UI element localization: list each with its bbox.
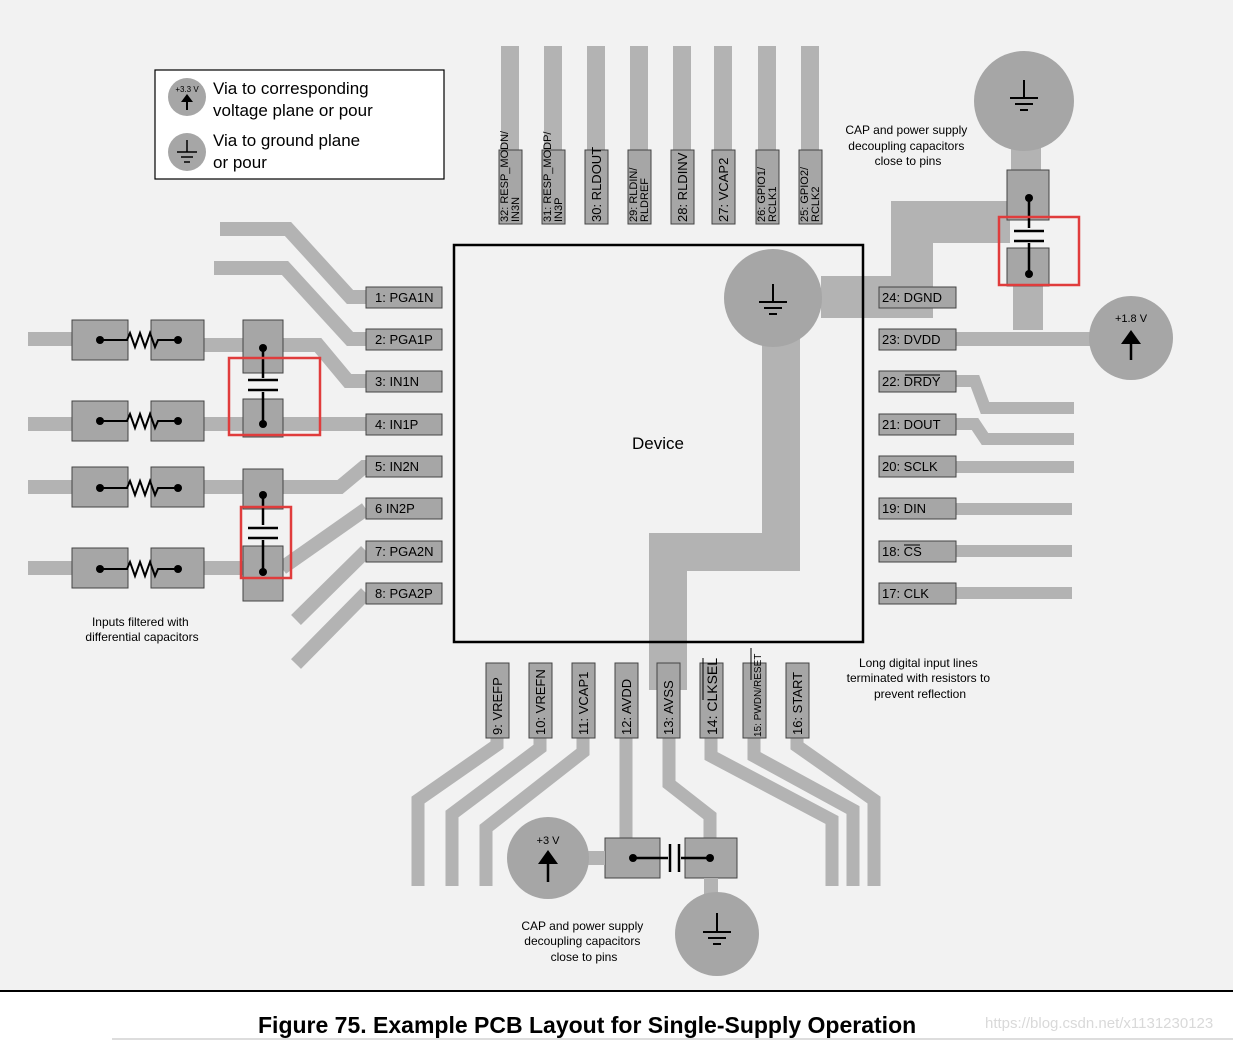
pin-31: 31: RESP_MODP/IN3P <box>541 131 566 225</box>
svg-text:10: VREFN: 10: VREFN <box>533 669 548 735</box>
pin-8: 8: PGA2P <box>365 582 443 605</box>
pin-17: 17: CLK <box>878 582 957 605</box>
pin-4: 4: IN1P <box>365 413 443 436</box>
svg-text:8: PGA2P: 8: PGA2P <box>375 586 433 601</box>
pin-24: 24: DGND <box>878 286 957 309</box>
svg-text:29: RLDIN/RLDREF: 29: RLDIN/RLDREF <box>628 167 651 222</box>
pin-16: 16: START <box>785 662 810 739</box>
watermark: https://blog.csdn.net/x1131230123 <box>985 1015 1214 1032</box>
pin-18: 18: CS <box>878 540 957 563</box>
svg-text:30: RLDOUT: 30: RLDOUT <box>589 147 604 222</box>
pin-9: 9: VREFP <box>485 662 510 739</box>
vias: +1.8 V +3 V <box>507 51 1173 976</box>
pin-21: 21: DOUT <box>878 413 957 436</box>
svg-text:1: PGA1N: 1: PGA1N <box>375 290 434 305</box>
supply-1v8-label: +1.8 V <box>1115 313 1148 325</box>
pin-27: 27: VCAP2 <box>711 149 736 225</box>
svg-text:15: PWDN/RESET: 15: PWDN/RESET <box>753 654 764 737</box>
pin-23: 23: DVDD <box>878 328 957 351</box>
pin-3: 3: IN1N <box>365 370 443 393</box>
bottom-pins: 9: VREFP 10: VREFN 11: VCAP1 12: AVDD 13… <box>485 648 810 739</box>
svg-text:18: CS: 18: CS <box>882 544 922 559</box>
svg-text:22: DRDY: 22: DRDY <box>882 374 941 389</box>
svg-text:4: IN1P: 4: IN1P <box>375 417 418 432</box>
pin-15: 15: PWDN/RESET <box>742 648 767 739</box>
svg-text:19: DIN: 19: DIN <box>882 501 926 516</box>
pin-11: 11: VCAP1 <box>571 662 596 739</box>
pin-20: 20: SCLK <box>878 455 957 478</box>
annotation-cap-bottom: CAP and power supply decoupling capacito… <box>521 919 646 964</box>
svg-text:23: DVDD: 23: DVDD <box>882 332 941 347</box>
power-via-icon: +1.8 V <box>1089 296 1173 380</box>
svg-text:28: RLDINV: 28: RLDINV <box>675 152 690 222</box>
svg-text:32: RESP_MODN/IN3N: 32: RESP_MODN/IN3N <box>499 130 522 222</box>
figure-caption: Figure 75. Example PCB Layout for Single… <box>0 1008 1233 1041</box>
pin-2: 2: PGA1P <box>365 328 443 351</box>
top-right-decoupling-capacitor <box>1006 169 1050 287</box>
pin-7: 7: PGA2N <box>365 540 443 563</box>
ground-via-icon <box>724 249 822 347</box>
pin-30: 30: RLDOUT <box>584 147 609 225</box>
components <box>71 169 1081 900</box>
svg-text:27: VCAP2: 27: VCAP2 <box>716 158 731 222</box>
svg-text:11: VCAP1: 11: VCAP1 <box>576 672 591 735</box>
svg-text:5: IN2N: 5: IN2N <box>375 459 419 474</box>
pin-5: 5: IN2N <box>365 455 443 478</box>
pin-32: 32: RESP_MODN/IN3N <box>498 130 523 225</box>
left-pins: 1: PGA1N 2: PGA1P 3: IN1N 4: IN1P 5: IN2… <box>365 286 443 605</box>
figure-caption-title: Figure 75. Example PCB Layout for Single… <box>258 1012 917 1038</box>
svg-text:+3.3 V: +3.3 V <box>175 85 199 94</box>
pin-12: 12: AVDD <box>614 662 639 739</box>
svg-text:24: DGND: 24: DGND <box>882 290 942 305</box>
ground-via-icon <box>974 51 1074 151</box>
svg-text:21: DOUT: 21: DOUT <box>882 417 941 432</box>
svg-text:31: RESP_MODP/IN3P: 31: RESP_MODP/IN3P <box>542 131 565 222</box>
svg-text:16: START: 16: START <box>790 672 805 735</box>
pin-6: 6 IN2P <box>365 497 443 520</box>
pin-25: 25: GPIO2/RCLK2 <box>798 149 823 225</box>
pin-26: 26: GPIO1/RCLK1 <box>755 149 780 225</box>
ground-via-icon <box>675 892 759 976</box>
pin-10: 10: VREFN <box>528 662 553 739</box>
pin-28: 28: RLDINV <box>670 149 695 225</box>
top-pins: 32: RESP_MODN/IN3N 31: RESP_MODP/IN3P 30… <box>498 130 823 225</box>
input-filter-resistors <box>71 319 205 589</box>
svg-text:25: GPIO2/RCLK2: 25: GPIO2/RCLK2 <box>799 166 822 222</box>
annotation-digital-lines: Long digital input lines terminated with… <box>847 656 994 701</box>
pin-22: 22: DRDY <box>878 370 957 393</box>
svg-text:12: AVDD: 12: AVDD <box>619 679 634 735</box>
device-label: Device <box>632 434 684 453</box>
svg-text:6 IN2P: 6 IN2P <box>375 501 415 516</box>
svg-text:7: PGA2N: 7: PGA2N <box>375 544 434 559</box>
legend-ground-via-icon <box>168 133 206 171</box>
svg-text:9: VREFP: 9: VREFP <box>490 677 505 735</box>
svg-text:20: SCLK: 20: SCLK <box>882 459 938 474</box>
legend: +3.3 V Via to corresponding voltage plan… <box>154 69 445 180</box>
annotation-cap-top-right: CAP and power supply decoupling capacito… <box>845 123 970 168</box>
highlight-boxes <box>227 215 1081 580</box>
right-pins: 24: DGND 23: DVDD 22: DRDY 21: DOUT 20: … <box>878 286 957 605</box>
svg-text:14: CLKSEL: 14: CLKSEL <box>704 658 720 735</box>
svg-text:13: AVSS: 13: AVSS <box>661 680 676 735</box>
pin-29: 29: RLDIN/RLDREF <box>627 149 652 225</box>
pin-1: 1: PGA1N <box>365 286 443 309</box>
legend-power-via-icon: +3.3 V <box>168 78 206 116</box>
annotation-inputs: Inputs filtered with differential capaci… <box>85 615 198 644</box>
device-body <box>452 243 865 644</box>
legend-power-via-text: Via to corresponding voltage plane or po… <box>213 79 373 120</box>
power-via-icon: +3 V <box>507 817 589 899</box>
svg-text:17: CLK: 17: CLK <box>882 586 929 601</box>
svg-text:26: GPIO1/RCLK1: 26: GPIO1/RCLK1 <box>756 166 779 222</box>
pin-14: 14: CLKSEL <box>699 658 724 739</box>
pin-13: 13: AVSS <box>656 662 681 739</box>
svg-text:2: PGA1P: 2: PGA1P <box>375 332 433 347</box>
supply-3v-label: +3 V <box>537 835 561 847</box>
differential-capacitors <box>242 319 284 602</box>
pin-19: 19: DIN <box>878 497 957 520</box>
svg-text:3: IN1N: 3: IN1N <box>375 374 419 389</box>
legend-ground-via-text: Via to ground plane or pour <box>213 131 365 172</box>
